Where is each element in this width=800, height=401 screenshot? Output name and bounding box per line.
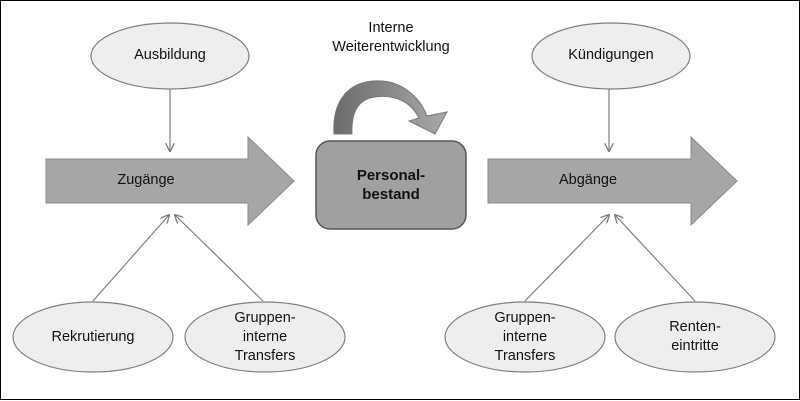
curved-arrow-icon xyxy=(333,80,448,135)
connector-rekrutierung-zugaenge xyxy=(92,215,169,302)
rekrutierung-ellipse xyxy=(12,301,174,373)
gruppen-left-line-1: Gruppen- xyxy=(234,310,296,326)
renten-label: Renten- eintritte xyxy=(615,318,775,356)
personal-line-2: bestand xyxy=(362,186,420,203)
connector-gruppen-right-abgaenge xyxy=(524,215,609,302)
kuendigungen-label: Kündigungen xyxy=(568,47,654,63)
gruppen-left-ellipse xyxy=(184,301,346,373)
abgaenge-arrow-shape xyxy=(487,135,738,227)
renten-line-1: Renten- xyxy=(669,319,721,335)
gruppen-right-label: Gruppen- interne Transfers xyxy=(445,309,605,366)
gruppen-left-line-2: interne xyxy=(242,329,288,345)
interne-weiterentwicklung-label: Interne Weiterentwicklung xyxy=(301,19,481,57)
renten-ellipse xyxy=(614,301,776,373)
gruppen-left-line-3: Transfers xyxy=(234,348,296,364)
gruppen-left-label: Gruppen- interne Transfers xyxy=(185,309,345,366)
zugaenge-arrow-shape xyxy=(45,135,295,227)
kuendigungen-ellipse xyxy=(531,22,691,90)
renten-line-2: eintritte xyxy=(671,338,719,354)
rekrutierung-label: Rekrutierung xyxy=(51,329,135,345)
interne-line-1: Interne xyxy=(368,20,414,36)
connector-renten-abgaenge xyxy=(615,215,696,302)
personal-line-1: Personal- xyxy=(356,167,426,184)
ausbildung-label: Ausbildung xyxy=(134,47,206,63)
gruppen-right-line-2: interne xyxy=(502,329,548,345)
gruppen-right-line-1: Gruppen- xyxy=(494,310,556,326)
interne-line-2: Weiterentwicklung xyxy=(332,39,450,55)
personal-box-shape xyxy=(315,140,467,230)
zugaenge-label: Zugänge xyxy=(117,172,175,188)
personalbestand-label: Personal- bestand xyxy=(316,166,466,204)
abgaenge-label: Abgänge xyxy=(558,172,618,188)
connector-gruppen-left-zugaenge xyxy=(175,215,264,302)
gruppen-right-ellipse xyxy=(444,301,606,373)
gruppen-right-line-3: Transfers xyxy=(494,348,556,364)
